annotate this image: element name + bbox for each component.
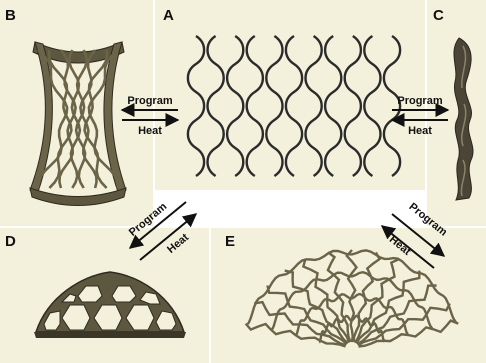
panel-label-e: E [225, 233, 235, 250]
label-heat-ab: Heat [138, 125, 162, 137]
label-program-ab: Program [127, 95, 172, 107]
panel-c [427, 0, 486, 226]
panel-label-d: D [5, 233, 16, 250]
label-program-ac: Program [397, 95, 442, 107]
label-heat-ac: Heat [408, 125, 432, 137]
panel-label-b: B [5, 7, 16, 24]
panel-label-c: C [433, 7, 444, 24]
panel-label-a: A [163, 7, 174, 24]
panel-b [0, 0, 153, 226]
